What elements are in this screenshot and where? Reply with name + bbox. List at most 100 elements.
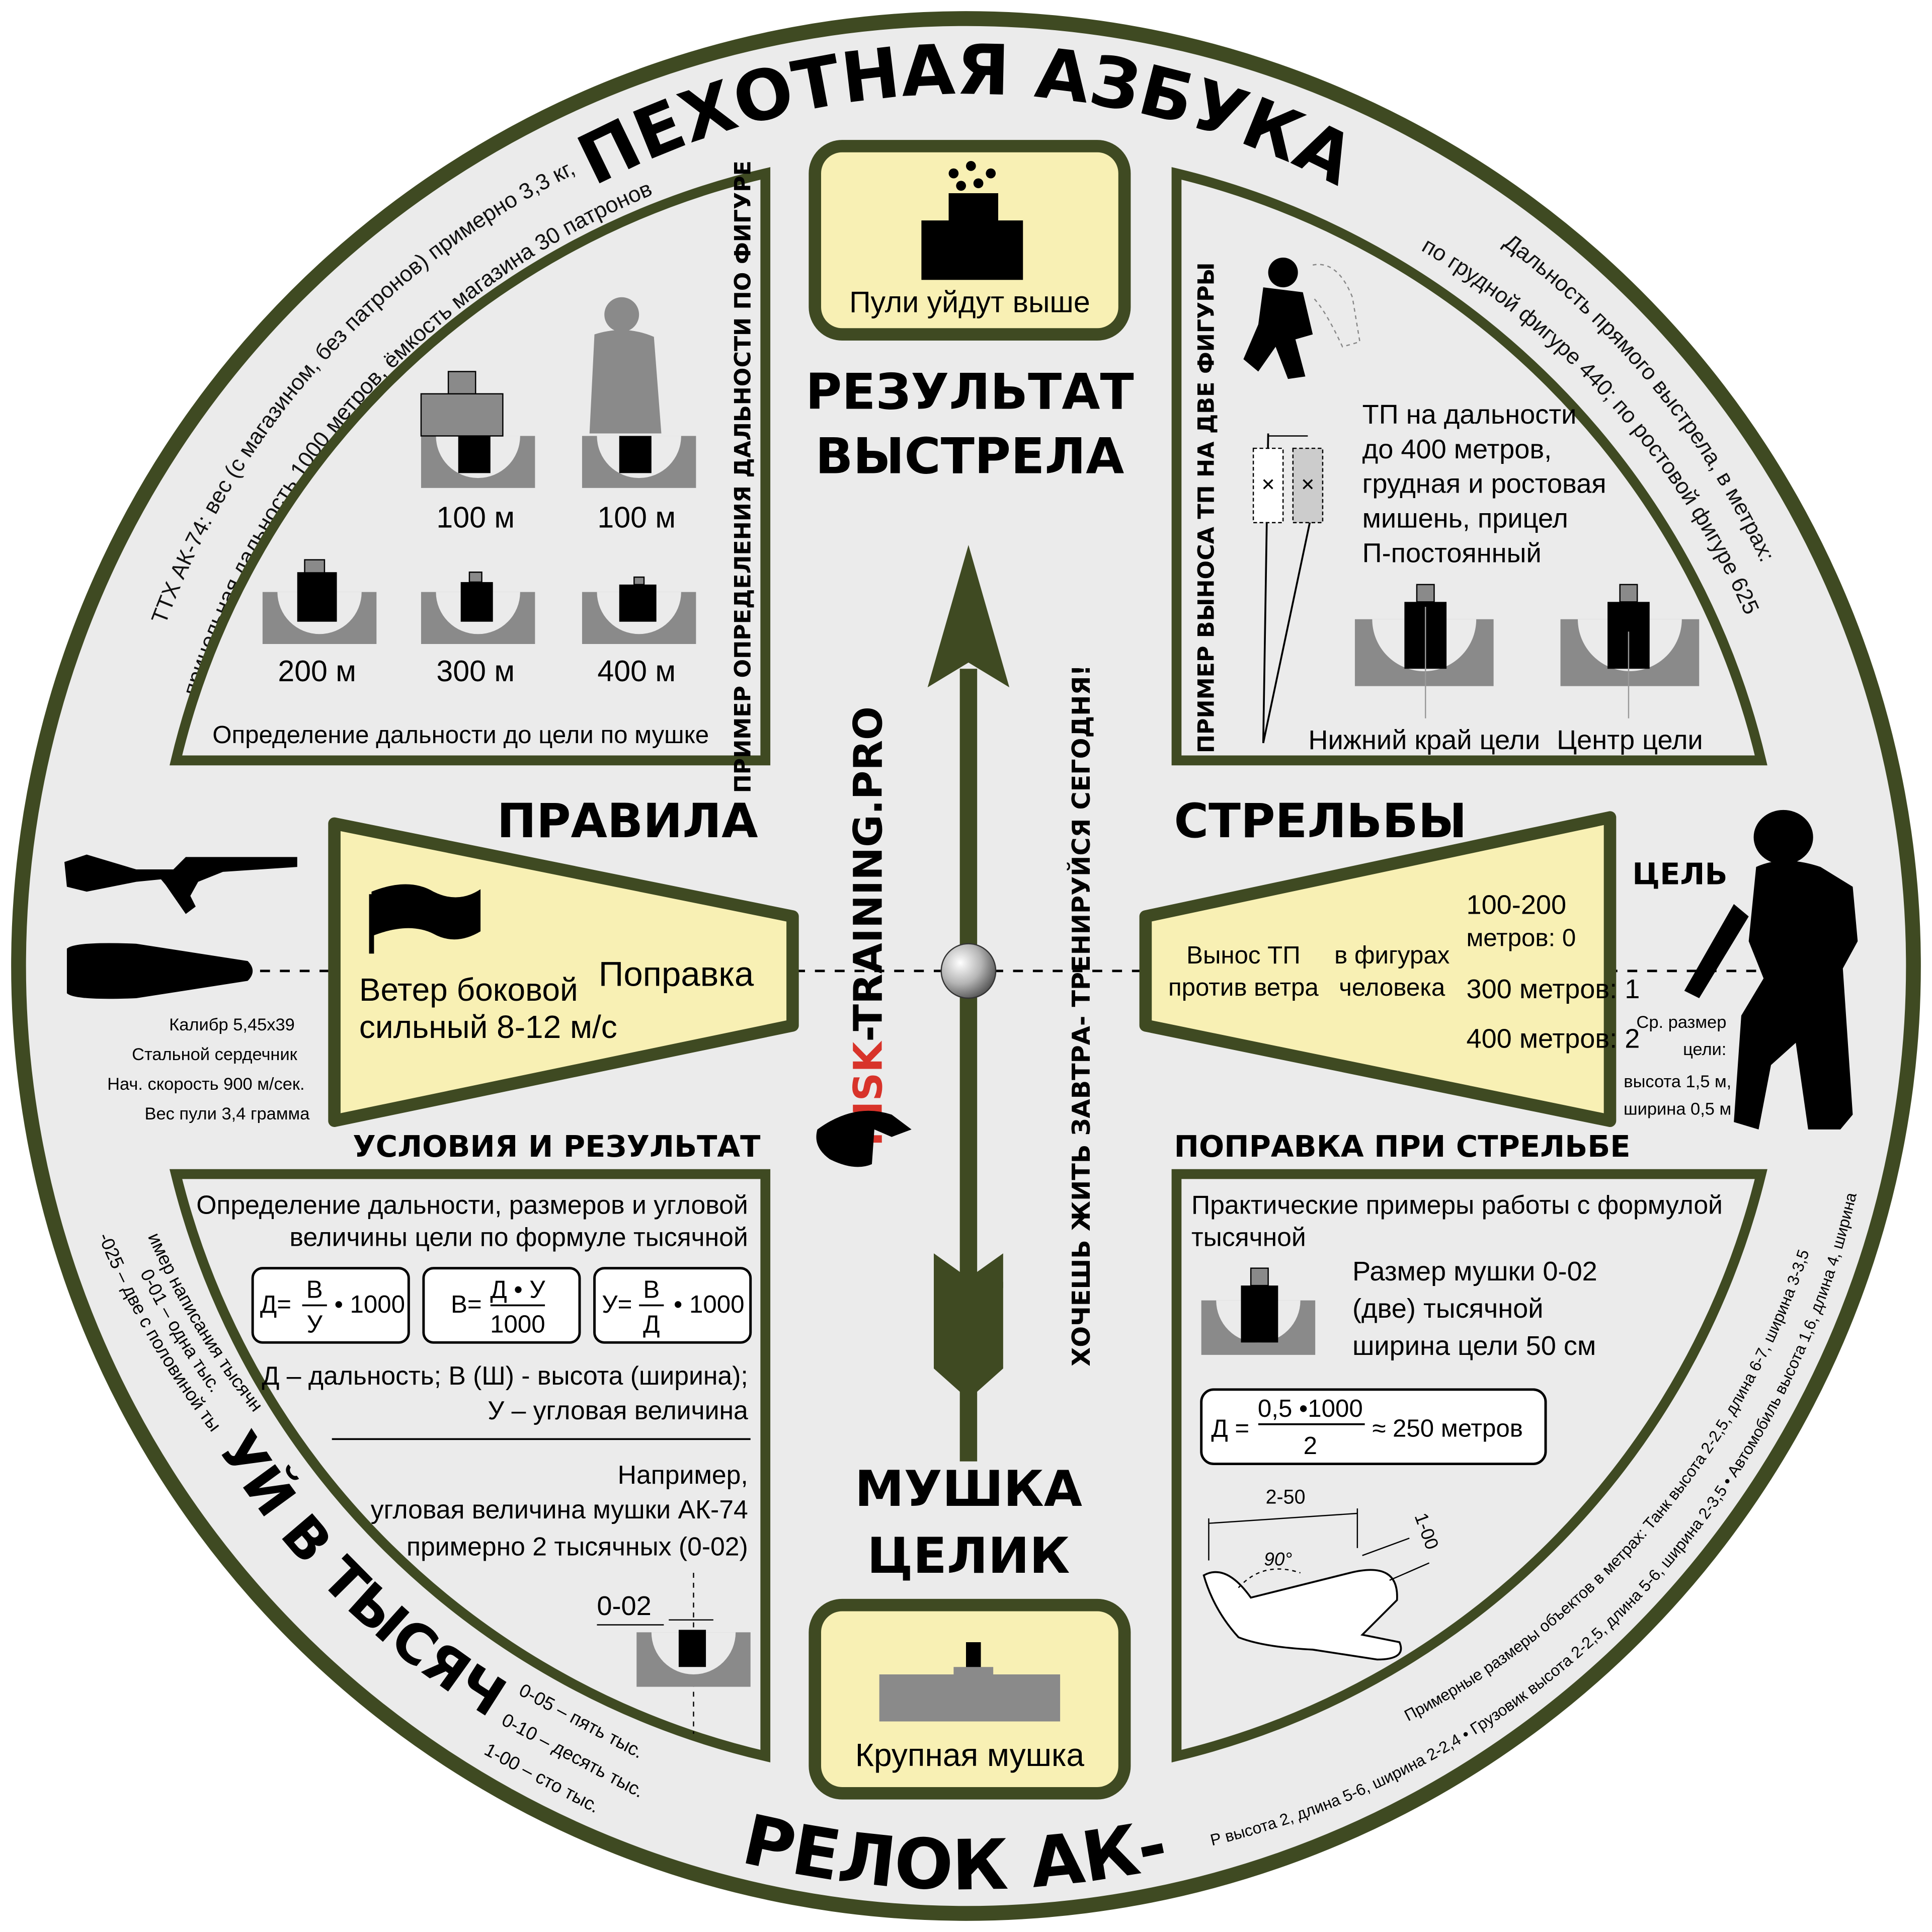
formula-intro-line1: Определение дальности, размеров и углово…: [196, 1190, 748, 1219]
formula-legend-line1: Д – дальность; В (Ш) - высота (ширина);: [262, 1361, 748, 1390]
rifle-icon: [64, 854, 297, 914]
cross-icon: ✕: [1301, 475, 1315, 495]
panel-aim-offset: [1139, 811, 1617, 1127]
result-heading-line2: ВЫСТРЕЛА: [815, 428, 1124, 485]
figure-label-1: 100 м: [436, 501, 515, 534]
wind-line1: Ветер боковой: [359, 972, 578, 1008]
target-size-line4: ширина 0,5 м: [1624, 1099, 1731, 1118]
front-sight-002-diagram: [597, 1573, 751, 1734]
formula-v-den: 1000: [490, 1311, 545, 1338]
target-size-line3: высота 1,5 м,: [1624, 1072, 1731, 1091]
caliber-line3: Нач. скорость 900 м/сек.: [107, 1075, 304, 1094]
center-ball: [940, 943, 997, 999]
figure-panel-caption: Определение дальности до цели по мушке: [212, 721, 709, 749]
center-arrow: [927, 545, 1010, 1462]
formula-example-line2: угловая величина мушки АК-74: [371, 1495, 748, 1524]
tp-label-right: Центр цели: [1557, 725, 1703, 755]
formula-box-u: [593, 1267, 752, 1344]
wind-correction: Поправка: [599, 954, 754, 993]
formula-d-den: У: [307, 1311, 323, 1338]
tp-trajectory-diagram: ✕ ✕: [1252, 433, 1324, 744]
aim-col1-line1: Вынос ТП: [1186, 941, 1300, 969]
aim-col2-line2: человека: [1339, 974, 1445, 1001]
aim-col1-line2: против ветра: [1168, 974, 1319, 1001]
heading-conditions: УСЛОВИЯ И РЕЗУЛЬТАТ: [353, 1129, 760, 1164]
practice-formula-den: 2: [1304, 1432, 1317, 1460]
formula-u-num: В: [643, 1276, 660, 1304]
aim-col3-line2: метров: 0: [1466, 924, 1576, 952]
practice-formula-rhs: ≈ 250 метров: [1372, 1414, 1523, 1442]
bullets-higher-label: Пули уйдут выше: [849, 285, 1090, 318]
caliber-line4: Вес пули 3,4 грамма: [144, 1104, 310, 1123]
figure-label-2: 100 м: [597, 501, 676, 534]
formula-box-d: [251, 1267, 410, 1344]
hand-span: 2-50: [1266, 1486, 1306, 1508]
brand-text: RISK-TRAINING.PRO: [845, 706, 892, 1146]
figure-panel-vertical: ПРИМЕР ОПРЕДЕЛЕНИЯ ДАЛЬНОСТИ ПО ФИГУРЕ: [731, 160, 756, 793]
formula-intro-line2: величины цели по формуле тысячной: [290, 1222, 748, 1251]
figure-label-3: 200 м: [278, 655, 356, 688]
aim-col3-line4: 400 метров: 2: [1466, 1023, 1640, 1054]
running-soldier-icon: [1243, 258, 1361, 379]
sight-heading-line2: ЦЕЛИК: [867, 1527, 1070, 1585]
result-heading-line1: РЕЗУЛЬТАТ: [806, 363, 1134, 421]
practice-formula-lhs: Д =: [1211, 1414, 1249, 1442]
formula-legend-line2: У – угловая величина: [488, 1396, 748, 1425]
target-size-line1: Ср. размер: [1636, 1013, 1726, 1032]
formula-v-lhs: В=: [451, 1291, 482, 1318]
front-sight-mark: 0-02: [597, 1591, 651, 1621]
formula-u-mult: • 1000: [674, 1291, 744, 1318]
formula-u-lhs: У=: [602, 1291, 632, 1318]
tp-panel-vertical: ПРИМЕР ВЫНОСА ТП НА ДВЕ ФИГУРЫ: [1193, 262, 1219, 753]
figure-range-diagram: [262, 297, 696, 644]
tp-label-left: Нижний край цели: [1308, 725, 1540, 755]
tp-text-line2: до 400 метров,: [1362, 434, 1552, 464]
formula-d-mult: • 1000: [335, 1291, 405, 1318]
target-size-line2: цели:: [1683, 1040, 1726, 1059]
slogan: ХОЧЕШЬ ЖИТЬ ЗАВТРА- ТРЕНИРУЙСЯ СЕГОДНЯ!: [1066, 665, 1096, 1366]
figure-label-4: 300 м: [436, 655, 515, 688]
practice-sight-line3: ширина цели 50 см: [1352, 1331, 1596, 1361]
tp-text-line5: П-постоянный: [1362, 538, 1542, 569]
brand-rest: -TRAINING.PRO: [845, 706, 892, 1042]
practice-intro-line1: Практические примеры работы с формулой: [1191, 1190, 1723, 1219]
formula-example-line3: примерно 2 тысячных (0-02): [407, 1532, 748, 1561]
heading-shooting: СТРЕЛЬБЫ: [1174, 794, 1467, 849]
formula-example-line1: Например,: [618, 1460, 748, 1489]
heading-rules: ПРАВИЛА: [497, 794, 758, 849]
aim-col3-line1: 100-200: [1466, 890, 1566, 920]
hand-measure-diagram: [1202, 1508, 1430, 1661]
tp-text-line3: грудная и ростовая: [1362, 469, 1606, 499]
caliber-line1: Калибр 5,45х39: [169, 1015, 295, 1034]
tp-text-line1: ТП на дальности: [1362, 399, 1577, 430]
soldier-silhouette: [1684, 810, 1858, 1130]
bullet-icon: [66, 943, 253, 999]
practice-sight-line2: (две) тысячной: [1352, 1294, 1544, 1324]
hand-angle: 90°: [1264, 1549, 1292, 1569]
bullets-higher-target-icon: [921, 161, 1023, 280]
flag-icon: [369, 884, 481, 954]
practice-formula-num: 0,5 •1000: [1258, 1395, 1363, 1422]
aim-col3-line3: 300 метров: 1: [1466, 974, 1640, 1004]
practice-intro-line2: тысячной: [1191, 1222, 1306, 1251]
heading-target: ЦЕЛЬ: [1632, 857, 1727, 892]
tp-sight-pictures: [1354, 584, 1700, 718]
figure-label-5: 400 м: [597, 655, 676, 688]
heading-correction: ПОПРАВКА ПРИ СТРЕЛЬБЕ: [1174, 1129, 1631, 1164]
big-front-sight-icon: [879, 1642, 1061, 1722]
formula-d-lhs: Д=: [260, 1291, 291, 1318]
sight-heading-line1: МУШКА: [855, 1461, 1082, 1518]
spartan-helmet-logo: [816, 1110, 912, 1167]
practice-sight-line1: Размер мушки 0-02: [1352, 1256, 1597, 1286]
big-front-sight-label: Крупная мушка: [855, 1737, 1085, 1773]
formula-v-num: Д • У: [490, 1276, 545, 1304]
formula-d-num: В: [306, 1276, 323, 1304]
wind-line2: сильный 8-12 м/с: [359, 1009, 617, 1045]
caliber-line2: Стальной сердечник: [132, 1045, 298, 1064]
brand: RISK-TRAINING.PRO: [845, 706, 892, 1146]
cross-icon: ✕: [1261, 475, 1275, 495]
formula-u-den: Д: [643, 1311, 660, 1338]
practice-sight-diagram: [1201, 1267, 1316, 1355]
